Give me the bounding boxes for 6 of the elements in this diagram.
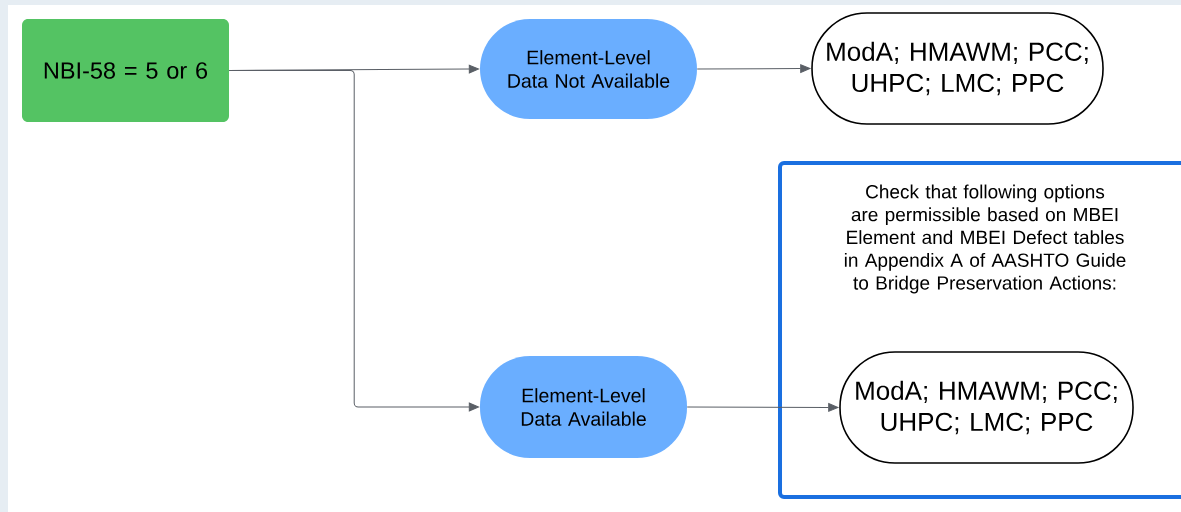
arrow: [686, 403, 839, 412]
data-pill: Element-Level Data Available: [480, 356, 687, 458]
condition-box: NBI-58 = 5 or 6: [22, 19, 229, 122]
arrow: [696, 64, 811, 73]
instruction-text: Check that following options are permissible based on MBEI Element and MBEI Defect tables in Appendix A of AASHTO Guide to Bridge Preservation Actions:: [844, 184, 1126, 294]
arrow: [228, 70, 479, 412]
